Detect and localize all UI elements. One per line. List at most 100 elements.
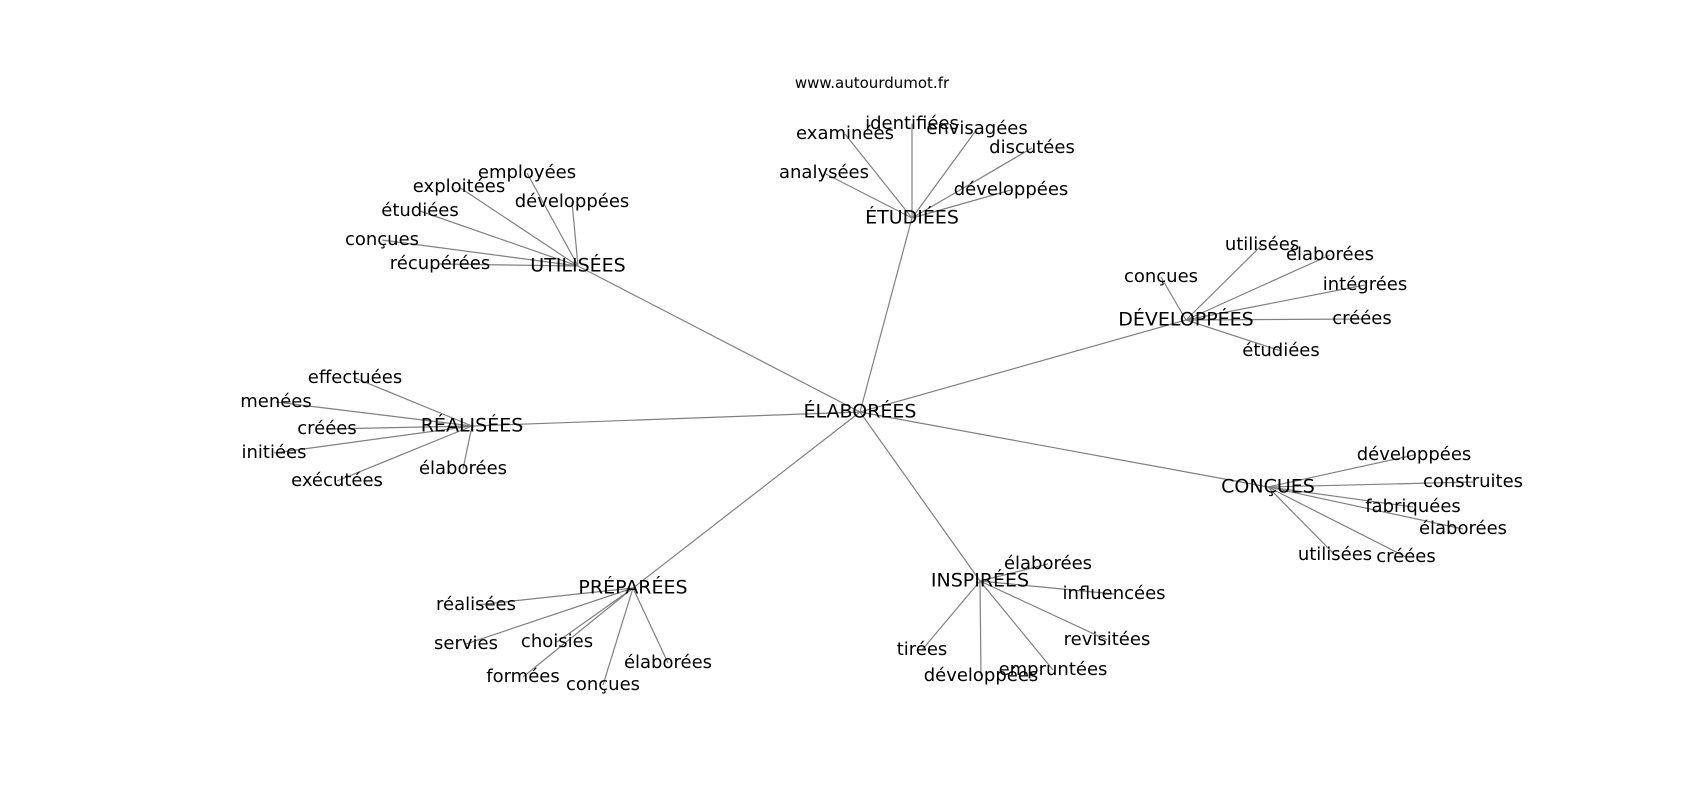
leaf-word[interactable]: élaborées bbox=[419, 458, 507, 479]
center-word[interactable]: ÉLABORÉES bbox=[804, 400, 917, 423]
leaf-word[interactable]: choisies bbox=[521, 631, 593, 652]
leaf-word[interactable]: construites bbox=[1423, 471, 1523, 492]
edge-hub-leaf bbox=[1185, 318, 1363, 321]
hub-word[interactable]: PRÉPARÉES bbox=[578, 576, 687, 599]
leaf-word[interactable]: élaborées bbox=[1419, 518, 1507, 539]
edge-hub-leaf bbox=[419, 210, 579, 267]
edge-hub-leaf bbox=[911, 189, 1012, 219]
leaf-word[interactable]: formées bbox=[486, 666, 560, 687]
leaf-word[interactable]: fabriquées bbox=[1365, 496, 1461, 517]
hub-word[interactable]: RÉALISÉES bbox=[421, 414, 524, 437]
hub-word[interactable]: UTILISÉES bbox=[530, 254, 625, 277]
leaf-word[interactable]: développées bbox=[954, 179, 1069, 200]
edge-hub-leaf bbox=[462, 425, 473, 470]
leaf-word[interactable]: servies bbox=[434, 633, 498, 654]
edge-hub-leaf bbox=[439, 263, 579, 267]
leaf-word[interactable]: envisagées bbox=[926, 118, 1028, 139]
leaf-word[interactable]: exécutées bbox=[291, 470, 383, 491]
leaf-word[interactable]: effectuées bbox=[308, 367, 402, 388]
leaf-word[interactable]: réalisées bbox=[436, 594, 516, 615]
edge-center-hub bbox=[632, 411, 861, 589]
edge-hub-leaf bbox=[1267, 486, 1407, 558]
edge-hub-leaf bbox=[326, 425, 473, 430]
leaf-word[interactable]: discutées bbox=[989, 137, 1075, 158]
edge-hub-leaf bbox=[336, 425, 473, 482]
leaf-word[interactable]: examinées bbox=[796, 123, 894, 144]
edge-hub-leaf bbox=[556, 587, 634, 643]
leaf-word[interactable]: tirées bbox=[897, 639, 948, 660]
edge-hub-leaf bbox=[275, 401, 473, 427]
edge-center-hub bbox=[471, 411, 861, 427]
edge-hub-leaf bbox=[458, 186, 579, 267]
leaf-word[interactable]: conçues bbox=[345, 229, 419, 250]
edge-center-hub bbox=[859, 411, 981, 582]
leaf-word[interactable]: influencées bbox=[1062, 583, 1165, 604]
leaf-word[interactable]: élaborées bbox=[624, 652, 712, 673]
edge-center-hub bbox=[859, 411, 1269, 488]
edge-hub-leaf bbox=[979, 580, 1108, 641]
leaf-word[interactable]: développées bbox=[924, 665, 1039, 686]
edge-hub-leaf bbox=[381, 239, 579, 267]
leaf-word[interactable]: étudiées bbox=[1242, 340, 1320, 361]
edge-hub-leaf bbox=[844, 133, 913, 219]
leaf-word[interactable]: créées bbox=[297, 418, 357, 439]
edge-hub-leaf bbox=[1267, 454, 1415, 488]
leaf-word[interactable]: utilisées bbox=[1225, 234, 1299, 255]
leaf-word[interactable]: développées bbox=[1357, 444, 1472, 465]
leaf-word[interactable]: élaborées bbox=[1004, 553, 1092, 574]
leaf-word[interactable]: exploitées bbox=[413, 176, 505, 197]
edge-hub-leaf bbox=[632, 587, 669, 664]
leaf-word[interactable]: conçues bbox=[1124, 266, 1198, 287]
leaf-word[interactable]: analysées bbox=[779, 162, 869, 183]
leaf-word[interactable]: élaborées bbox=[1286, 244, 1374, 265]
leaf-word[interactable]: étudiées bbox=[381, 200, 459, 221]
edge-hub-leaf bbox=[979, 580, 1054, 671]
edge-hub-leaf bbox=[911, 147, 1033, 219]
leaf-word[interactable]: employées bbox=[478, 162, 576, 183]
edge-hub-leaf bbox=[1185, 244, 1263, 321]
leaf-word[interactable]: empruntées bbox=[999, 659, 1108, 680]
leaf-word[interactable]: utilisées bbox=[1298, 544, 1372, 565]
edge-hub-leaf bbox=[354, 377, 473, 427]
edge-hub-leaf bbox=[1160, 276, 1187, 321]
source-watermark: www.autourdumot.fr bbox=[795, 74, 950, 92]
leaf-word[interactable]: menées bbox=[240, 391, 312, 412]
edge-hub-leaf bbox=[979, 563, 1049, 582]
leaf-word[interactable]: développées bbox=[515, 191, 630, 212]
edge-hub-leaf bbox=[602, 587, 634, 686]
leaf-word[interactable]: créées bbox=[1332, 308, 1392, 329]
edge-center-hub bbox=[577, 265, 861, 413]
edge-hub-leaf bbox=[522, 587, 634, 678]
edge-center-hub bbox=[859, 319, 1187, 413]
edge-hub-leaf bbox=[475, 587, 634, 606]
hub-word[interactable]: INSPIRÉES bbox=[931, 569, 1029, 592]
edge-hub-leaf bbox=[571, 201, 579, 267]
leaf-word[interactable]: intégrées bbox=[1323, 274, 1408, 295]
label-layer: www.autourdumot.fr ÉLABORÉES UTILISÉES emp… bbox=[240, 74, 1523, 695]
hub-word[interactable]: ÉTUDIÉES bbox=[865, 206, 959, 229]
leaf-word[interactable]: revisitées bbox=[1064, 629, 1151, 650]
leaf-word[interactable]: identifiées bbox=[865, 113, 959, 134]
hub-word[interactable]: CONÇUES bbox=[1221, 476, 1315, 498]
edge-hub-leaf bbox=[1267, 481, 1474, 488]
hub-word[interactable]: DÉVELOPPÉES bbox=[1118, 308, 1254, 331]
edge-hub-leaf bbox=[1267, 486, 1336, 556]
edge-hub-leaf bbox=[1185, 319, 1282, 352]
edge-center-hub bbox=[859, 217, 913, 413]
edge-hub-leaf bbox=[526, 172, 579, 267]
edge-hub-leaf bbox=[979, 580, 1115, 595]
edge-hub-leaf bbox=[1267, 486, 1464, 530]
leaf-word[interactable]: conçues bbox=[566, 674, 640, 695]
edge-hub-leaf bbox=[465, 587, 634, 645]
edge-layer bbox=[273, 124, 1474, 686]
edge-hub-leaf bbox=[1267, 486, 1414, 508]
leaf-word[interactable]: récupérées bbox=[390, 253, 490, 274]
leaf-word[interactable]: initiées bbox=[242, 442, 307, 463]
leaf-word[interactable]: créées bbox=[1376, 546, 1436, 567]
edge-hub-leaf bbox=[823, 172, 913, 219]
edge-hub-leaf bbox=[921, 580, 981, 651]
edge-hub-leaf bbox=[1185, 254, 1331, 321]
edge-hub-leaf bbox=[1185, 284, 1366, 321]
edge-hub-leaf bbox=[273, 425, 473, 454]
